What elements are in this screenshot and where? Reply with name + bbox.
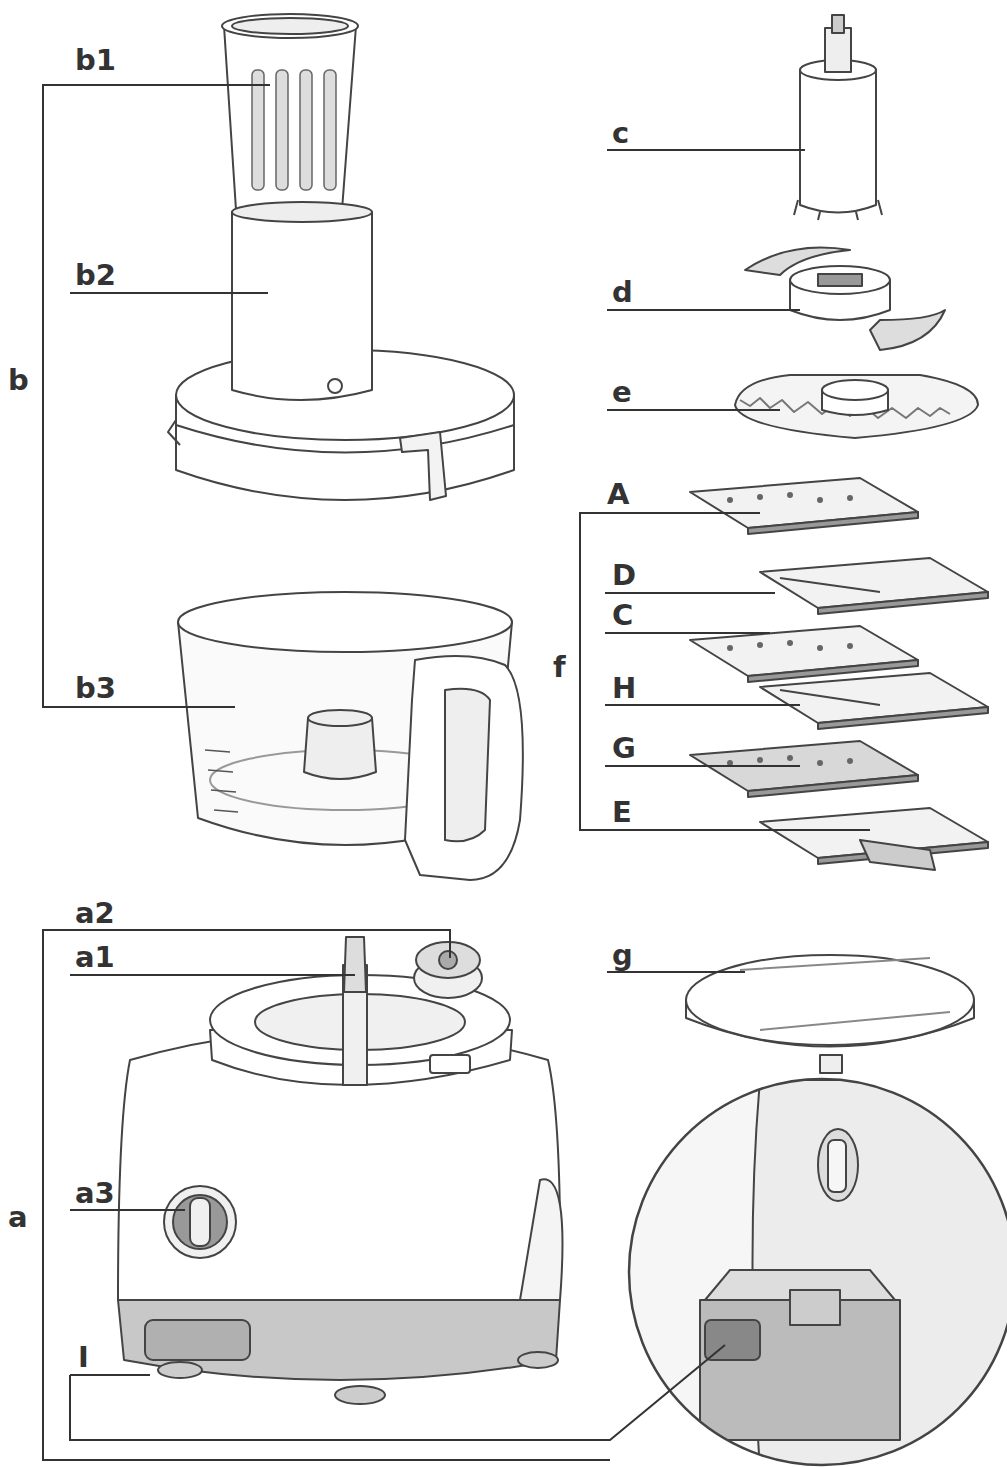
part-label: e [612, 375, 632, 409]
leader-lines [43, 85, 870, 1460]
part-label: a3 [75, 1176, 115, 1210]
part-label: b [8, 363, 29, 397]
part-label: E [612, 795, 632, 829]
part-label: a2 [75, 896, 115, 930]
part-label: f [553, 650, 566, 684]
part-label: b3 [75, 671, 116, 705]
part-label: G [612, 731, 636, 765]
emulsifying-disc [735, 375, 978, 438]
part-label: a1 [75, 940, 115, 974]
part-label: d [612, 275, 633, 309]
part-label: C [612, 598, 633, 632]
cutting-plates [690, 478, 988, 870]
lid [168, 202, 514, 500]
part-label: H [612, 671, 636, 705]
motor-base [118, 937, 563, 1404]
part-label: a [8, 1200, 28, 1234]
part-label: b1 [75, 43, 116, 77]
part-label: g [612, 938, 633, 972]
drive-shaft [794, 15, 882, 220]
storage-drawer-detail [620, 1070, 1007, 1467]
part-label: b2 [75, 258, 116, 292]
chopping-blade [745, 248, 945, 351]
pusher [222, 14, 358, 216]
part-label: c [612, 116, 629, 150]
part-label: D [612, 558, 636, 592]
part-label: I [78, 1340, 89, 1374]
part-label: A [607, 477, 629, 511]
bowl [178, 592, 523, 880]
